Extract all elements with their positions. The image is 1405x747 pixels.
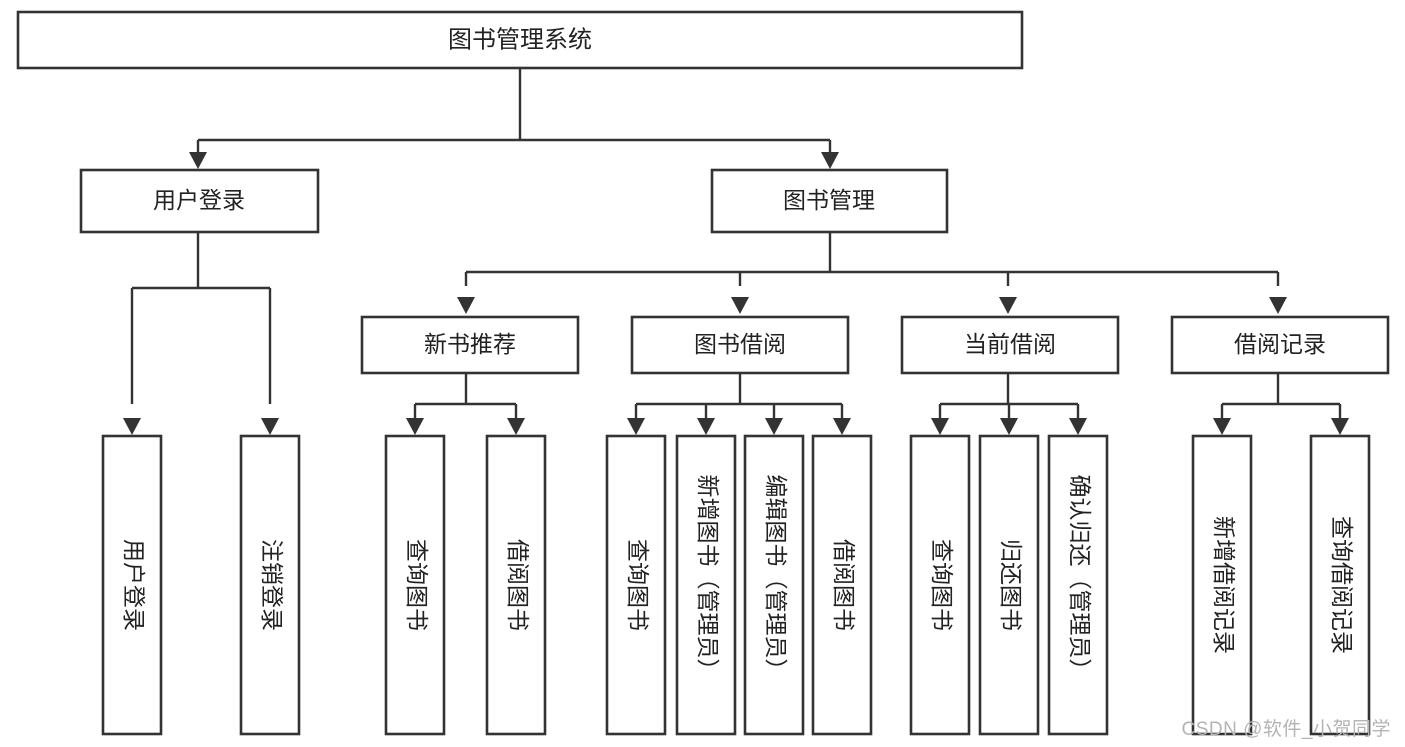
arrowhead-leaf-query-record bbox=[1331, 418, 1349, 435]
node-current-borrow[interactable]: 当前借阅 bbox=[900, 315, 1120, 375]
leaf-query-record[interactable]: 查询借阅记录 bbox=[1309, 434, 1371, 736]
leaf-user-login-box[interactable] bbox=[101, 434, 163, 736]
leaf-add-book-label: 新增图书（管理员） bbox=[695, 475, 721, 682]
arrowhead-new-book-recommend bbox=[457, 297, 475, 314]
node-new-book-recommend[interactable]: 新书推荐 bbox=[360, 315, 580, 375]
node-current-borrow-label: 当前借阅 bbox=[964, 331, 1056, 357]
connector-layer bbox=[123, 68, 1349, 435]
leaf-confirm-return-label: 确认归还（管理员） bbox=[1067, 475, 1093, 682]
node-user-login-label: 用户登录 bbox=[153, 187, 245, 213]
arrowhead-leaf-return-book bbox=[1000, 418, 1018, 435]
leaf-confirm-return-box[interactable] bbox=[1047, 434, 1109, 736]
leaf-borrow-book-1-label: 借阅图书 bbox=[505, 539, 531, 631]
arrowhead-borrow-record bbox=[1269, 297, 1287, 314]
leaf-borrow-book-1-box[interactable] bbox=[485, 434, 547, 736]
leaf-return-book[interactable]: 归还图书 bbox=[978, 434, 1040, 736]
leaf-query-book-2[interactable]: 查询图书 bbox=[605, 434, 667, 736]
arrowhead-leaf-confirm-return bbox=[1069, 418, 1087, 435]
arrowhead-leaf-query-book-1 bbox=[406, 418, 424, 435]
leaf-query-record-box[interactable] bbox=[1309, 434, 1371, 736]
leaf-add-book[interactable]: 新增图书（管理员） bbox=[675, 434, 737, 736]
node-book-manage-box[interactable] bbox=[710, 168, 949, 234]
node-root-label: 图书管理系统 bbox=[448, 26, 592, 53]
leaf-query-book-1-box[interactable] bbox=[384, 434, 446, 736]
leaf-edit-book-box[interactable] bbox=[743, 434, 805, 736]
leaf-query-book-2-label: 查询图书 bbox=[625, 539, 651, 631]
leaf-borrow-book-1[interactable]: 借阅图书 bbox=[485, 434, 547, 736]
leaf-user-logout-label: 注销登录 bbox=[259, 539, 285, 631]
arrowhead-leaf-query-book-3 bbox=[931, 418, 949, 435]
arrowhead-book-manage bbox=[821, 152, 839, 169]
leaf-query-book-1-label: 查询图书 bbox=[404, 539, 430, 631]
leaf-user-login-label: 用户登录 bbox=[121, 539, 147, 631]
leaf-query-book-2-box[interactable] bbox=[605, 434, 667, 736]
leaf-return-book-box[interactable] bbox=[978, 434, 1040, 736]
arrowhead-leaf-user-logout bbox=[261, 418, 279, 435]
leaf-add-book-box[interactable] bbox=[675, 434, 737, 736]
arrowhead-leaf-borrow-book-2 bbox=[833, 418, 851, 435]
leaf-user-login[interactable]: 用户登录 bbox=[101, 434, 163, 736]
leaf-add-record-label: 新增借阅记录 bbox=[1211, 516, 1237, 654]
node-new-book-recommend-label: 新书推荐 bbox=[424, 331, 516, 357]
node-book-borrow[interactable]: 图书借阅 bbox=[630, 315, 850, 375]
arrowhead-leaf-edit-book bbox=[765, 418, 783, 435]
node-current-borrow-box[interactable] bbox=[900, 315, 1120, 375]
leaf-borrow-book-2-label: 借阅图书 bbox=[831, 539, 857, 631]
arrowhead-leaf-add-book bbox=[697, 418, 715, 435]
arrowhead-leaf-add-record bbox=[1213, 418, 1231, 435]
node-book-manage-label: 图书管理 bbox=[783, 187, 875, 213]
leaf-borrow-book-2[interactable]: 借阅图书 bbox=[811, 434, 873, 736]
node-book-borrow-label: 图书借阅 bbox=[694, 331, 786, 357]
leaf-edit-book-label: 编辑图书（管理员） bbox=[763, 475, 789, 682]
leaf-edit-book[interactable]: 编辑图书（管理员） bbox=[743, 434, 805, 736]
arrowhead-leaf-borrow-book-1 bbox=[507, 418, 525, 435]
arrowhead-leaf-user-login bbox=[123, 418, 141, 435]
node-user-login[interactable]: 用户登录 bbox=[79, 168, 320, 234]
leaf-query-book-1[interactable]: 查询图书 bbox=[384, 434, 446, 736]
node-user-login-box[interactable] bbox=[79, 168, 320, 234]
leaf-user-logout-box[interactable] bbox=[239, 434, 301, 736]
node-borrow-record[interactable]: 借阅记录 bbox=[1170, 315, 1390, 375]
arrowhead-book-borrow bbox=[731, 297, 749, 314]
leaf-query-record-label: 查询借阅记录 bbox=[1329, 516, 1355, 654]
node-book-borrow-box[interactable] bbox=[630, 315, 850, 375]
leaf-query-book-3-label: 查询图书 bbox=[929, 539, 955, 631]
node-root[interactable]: 图书管理系统 bbox=[16, 10, 1024, 70]
leaf-user-logout[interactable]: 注销登录 bbox=[239, 434, 301, 736]
leaf-return-book-label: 归还图书 bbox=[998, 539, 1024, 631]
leaf-add-record-box[interactable] bbox=[1191, 434, 1253, 736]
leaf-add-record[interactable]: 新增借阅记录 bbox=[1191, 434, 1253, 736]
arrowhead-current-borrow bbox=[999, 297, 1017, 314]
node-book-manage[interactable]: 图书管理 bbox=[710, 168, 949, 234]
arrowhead-leaf-query-book-2 bbox=[627, 418, 645, 435]
arrowhead-user-login bbox=[189, 152, 207, 169]
leaf-query-book-3-box[interactable] bbox=[909, 434, 971, 736]
leaf-confirm-return[interactable]: 确认归还（管理员） bbox=[1047, 434, 1109, 736]
node-borrow-record-label: 借阅记录 bbox=[1234, 331, 1326, 357]
leaf-borrow-book-2-box[interactable] bbox=[811, 434, 873, 736]
node-borrow-record-box[interactable] bbox=[1170, 315, 1390, 375]
node-new-book-recommend-box[interactable] bbox=[360, 315, 580, 375]
leaf-query-book-3[interactable]: 查询图书 bbox=[909, 434, 971, 736]
node-root-box[interactable] bbox=[16, 10, 1024, 70]
